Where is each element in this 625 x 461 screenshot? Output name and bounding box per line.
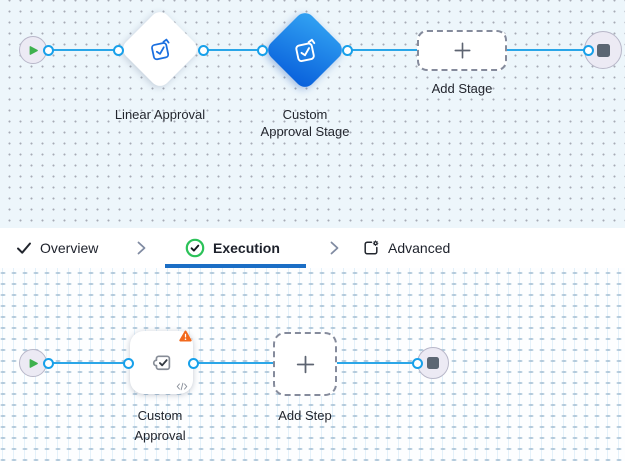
chevron-right-icon [330,241,339,255]
add-stage-button[interactable] [417,30,507,71]
connector-line [507,49,588,51]
settings-box-icon [364,240,379,255]
play-icon [29,358,38,368]
plus-icon [453,42,471,59]
stop-icon [427,357,439,369]
step-node-custom-approval[interactable] [130,329,193,394]
add-stage-label: Add Stage [431,81,493,96]
active-tab-underline [165,264,306,268]
stage-label-custom-approval-stage: Custom Approval Stage [260,107,350,139]
approval-check-icon [294,38,315,62]
stop-icon [596,43,610,57]
puzzle-check-icon [152,355,171,371]
add-step-button[interactable] [273,332,337,396]
connection-port[interactable] [42,44,54,56]
connection-port[interactable] [187,357,199,369]
connector-line [193,362,273,364]
connection-port[interactable] [411,357,423,369]
connection-port[interactable] [256,44,268,56]
connector-line [347,49,417,51]
stage-node-linear-approval[interactable] [118,7,202,91]
stage-label-linear-approval: Linear Approval [114,107,206,122]
tab-execution-label: Execution [213,240,280,256]
step-label-custom-approval: Custom Approval [134,408,186,443]
start-node[interactable] [19,36,47,64]
tab-advanced[interactable]: Advanced [362,228,450,268]
stage-node-custom-approval-stage[interactable] [263,8,347,92]
connector-line [203,49,262,51]
check-icon [17,242,31,254]
connector-line [48,49,118,51]
connection-port[interactable] [42,357,54,369]
tab-overview-label: Overview [40,240,99,256]
stage-canvas[interactable]: Linear Approval Custom Approval Stage Ad… [0,0,625,228]
connection-port[interactable] [197,44,209,56]
step-canvas[interactable]: Custom Approval Add Step [0,268,625,461]
tab-bar: Overview Execution Advanced [0,228,625,268]
connection-port[interactable] [122,357,134,369]
play-icon [29,45,38,55]
connector-line [337,362,417,364]
connection-port[interactable] [341,44,353,56]
connector-line [48,362,128,364]
success-circle-icon [185,238,205,258]
tab-overview[interactable]: Overview [16,228,98,268]
warning-triangle-icon[interactable] [178,329,193,343]
connection-port[interactable] [112,44,124,56]
code-icon [176,382,188,391]
tab-execution[interactable]: Execution [185,228,280,268]
add-step-label: Add Step [278,408,332,423]
start-node[interactable] [19,349,47,377]
tab-advanced-label: Advanced [388,240,451,256]
plus-icon [296,355,314,373]
chevron-right-icon [137,241,146,255]
approval-check-icon [150,38,170,60]
connection-port[interactable] [582,44,594,56]
